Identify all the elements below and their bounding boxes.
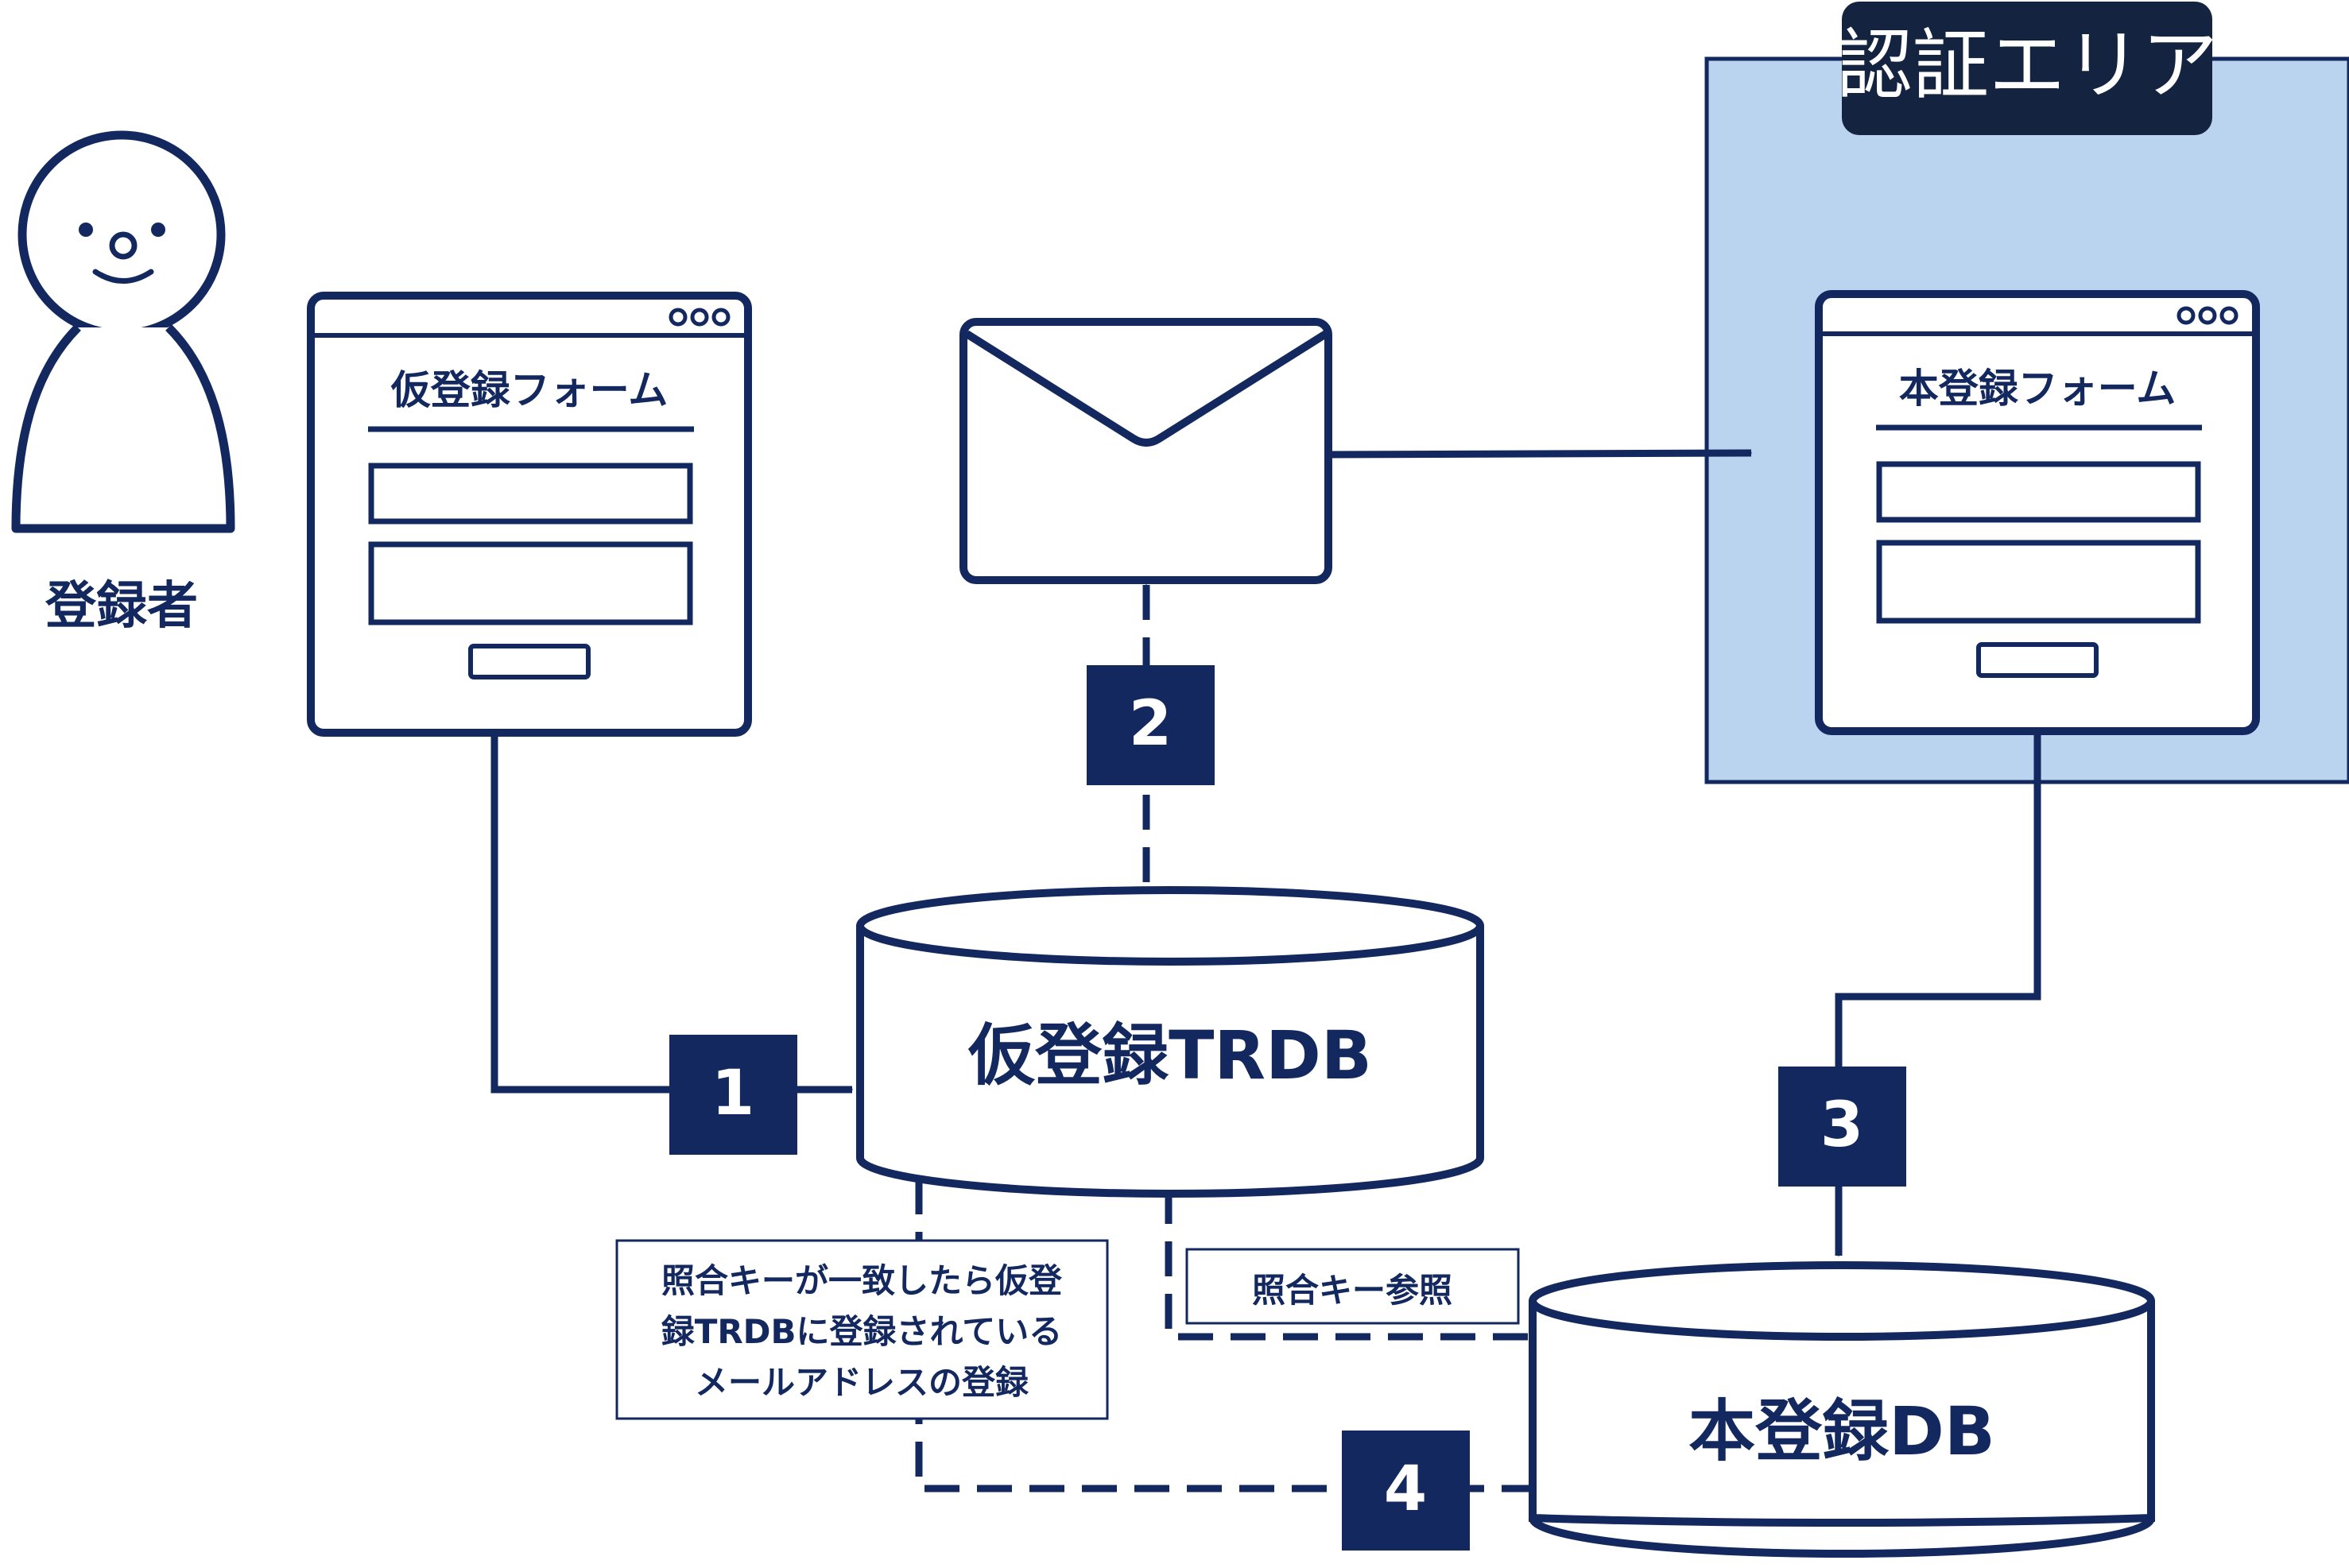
mail-icon [959, 318, 1332, 584]
temp-form-submit-button[interactable] [468, 644, 591, 679]
delete-note-line-1: 照合キーが一致したら仮登 [661, 1261, 1063, 1300]
temp-form-title: 仮登録フォーム [390, 367, 669, 413]
main-form-field-2[interactable] [1876, 540, 2201, 624]
delete-note: 照合キーが一致したら仮登 録TRDBに登録されている メールアドレスの登録 [615, 1239, 1109, 1420]
step-badge-1: 1 [669, 1035, 797, 1155]
delete-note-line-2: 録TRDBに登録されている [661, 1312, 1063, 1351]
step-badge-2: 2 [1087, 665, 1215, 785]
main-form-window: 本登録フォーム [1815, 290, 2260, 735]
main-form-field-1[interactable] [1876, 461, 2201, 523]
main-form-submit-button[interactable] [1976, 642, 2099, 678]
temp-form-field-2[interactable] [368, 541, 693, 625]
window-dots-icon [2177, 306, 2239, 325]
temp-form-window: 仮登録フォーム [307, 292, 752, 737]
delete-note-line-3: メールアドレスの登録 [695, 1363, 1029, 1402]
auth-area-badge: 認証エリア [1836, 2, 2218, 135]
temp-db-cylinder: 仮登録TRDB [856, 886, 1484, 1198]
window-dots-icon [669, 308, 731, 327]
main-db-label: 本登録DB [1688, 1392, 1995, 1470]
step-badge-3: 3 [1778, 1067, 1906, 1187]
connector-match-key [1165, 1189, 1528, 1341]
main-form-title: 本登録フォーム [1899, 366, 2177, 412]
temp-db-label: 仮登録TRDB [967, 1016, 1372, 1094]
step-number: 1 [711, 1058, 754, 1129]
main-db-cylinder: 本登録DB [1529, 1261, 2155, 1558]
step-number: 2 [1129, 688, 1172, 760]
match-key-note-text: 照合キー参照 [1252, 1271, 1452, 1310]
connector-mail-to-auth [1329, 449, 1752, 459]
person-label: 登録者 [45, 577, 198, 636]
temp-form-field-1[interactable] [368, 463, 693, 525]
person-icon [11, 130, 235, 533]
step-badge-4: 4 [1342, 1431, 1470, 1551]
match-key-note: 照合キー参照 [1185, 1248, 1520, 1325]
step-number: 4 [1384, 1454, 1427, 1525]
step-number: 3 [1820, 1090, 1863, 1161]
auth-area-title: 認証エリア [1836, 21, 2218, 110]
